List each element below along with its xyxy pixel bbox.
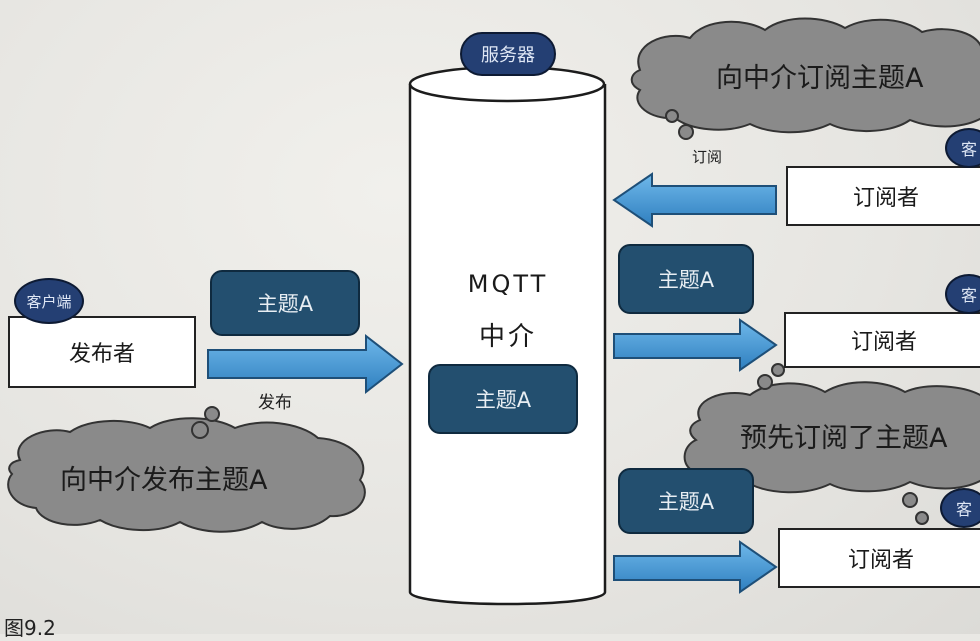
broker-title-line1: MQTT — [467, 270, 549, 298]
deliver-arrow-2 — [613, 540, 778, 594]
pre-subscribed-thought-text: 预先订阅了主题A — [740, 423, 948, 454]
cloud-bubble — [665, 109, 679, 123]
delivered-topic-badge-2: 主题A — [618, 468, 754, 534]
delivered-topic-badge-1: 主题A — [618, 244, 754, 314]
publisher-box: 发布者 — [8, 316, 196, 388]
subscriber-client-badge-1: 客 — [945, 128, 980, 168]
publisher-topic-badge: 主题A — [210, 270, 360, 336]
subscribe-thought-text: 向中介订阅主题A — [716, 63, 924, 94]
cloud-bubble — [902, 492, 918, 508]
subscriber-client-badge-2: 客 — [945, 274, 980, 314]
cloud-bubble — [915, 511, 929, 525]
subscriber-client-badge-3: 客 — [940, 488, 980, 528]
cloud-publish-request — [7, 417, 366, 533]
subscriber-box-1: 订阅者 — [786, 166, 980, 226]
cloud-bubble — [204, 406, 220, 422]
cloud-bubble — [678, 124, 694, 140]
broker-title-line2: 中介 — [478, 322, 537, 352]
deliver-arrow-1 — [613, 318, 778, 372]
figure-caption: 图9.2 — [4, 616, 56, 640]
cloud-bubble — [191, 421, 209, 439]
broker-topic-badge: 主题A — [428, 364, 578, 434]
publish-arrow — [207, 333, 404, 395]
cloud-bubble — [771, 363, 785, 377]
server-cylinder — [408, 84, 607, 606]
subscriber-box-2: 订阅者 — [784, 312, 980, 368]
publish-thought-text: 向中介发布主题A — [60, 465, 268, 496]
server-badge: 服务器 — [460, 32, 556, 76]
cloud-bubble — [757, 374, 773, 390]
publisher-client-badge: 客户端 — [14, 278, 84, 324]
publish-label: 发布 — [258, 393, 292, 413]
subscriber-box-3: 订阅者 — [778, 528, 980, 588]
subscribe-label: 订阅 — [692, 148, 723, 166]
subscribe-arrow — [612, 172, 777, 228]
